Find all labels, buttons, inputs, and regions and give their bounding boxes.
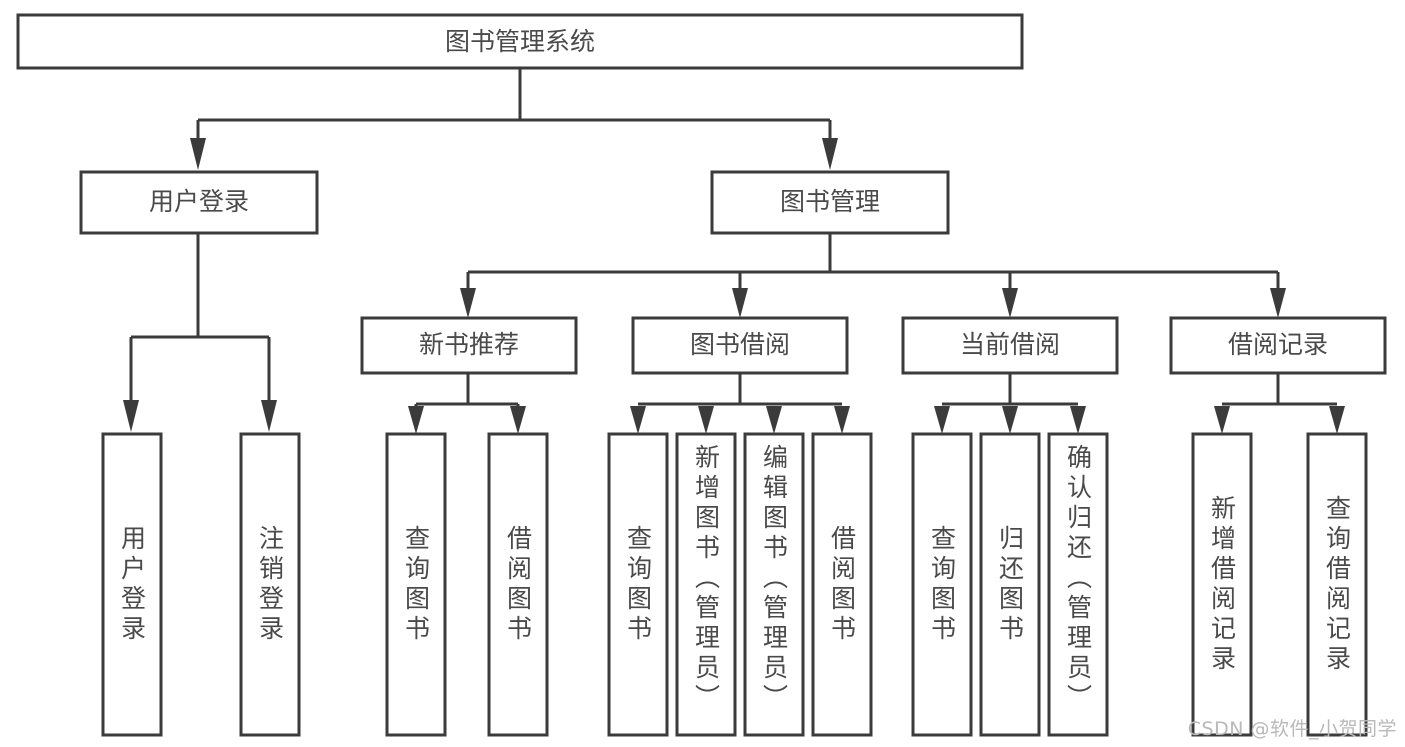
node-book-borrow-box[interactable] <box>631 316 849 375</box>
arrow-head-borrow-record-leaf-2 <box>1329 406 1345 434</box>
leaf-box-current-query-book[interactable] <box>911 432 973 737</box>
node-root[interactable]: 图书管理系统 <box>16 13 1024 70</box>
node-borrow-record-label: 借阅记录 <box>1228 330 1328 359</box>
node-borrow-record-box[interactable] <box>1169 316 1387 375</box>
arrow-head-leaf-user-login <box>123 400 139 432</box>
node-current-borrow-label: 当前借阅 <box>960 330 1060 359</box>
arrow-head-new-book-leaf-1 <box>408 406 424 434</box>
node-book-manage-label: 图书管理 <box>780 187 880 216</box>
node-user-login-label: 用户登录 <box>149 187 249 216</box>
node-user-login-box[interactable] <box>79 170 319 235</box>
node-book-borrow-label: 图书借阅 <box>690 330 790 359</box>
node-book-manage-box[interactable] <box>710 170 950 235</box>
arrow-head-current-borrow-leaf-2 <box>1002 406 1018 434</box>
node-book-borrow[interactable]: 图书借阅 <box>631 316 849 375</box>
arrow-head-book-borrow-leaf-4 <box>834 406 850 434</box>
leaf-box-current-confirm-return[interactable] <box>1047 432 1109 737</box>
leaf-box-user-login[interactable] <box>101 432 163 737</box>
arrow-head-current-borrow <box>1002 288 1018 318</box>
node-borrow-record[interactable]: 借阅记录 <box>1169 316 1387 375</box>
arrow-head-book-manage <box>822 138 838 170</box>
arrow-head-user-login <box>190 138 206 170</box>
node-root-box[interactable] <box>16 13 1024 70</box>
leaf-box-newbook-query-book[interactable] <box>385 432 447 737</box>
node-new-book-box[interactable] <box>360 316 578 375</box>
arrow-head-new-book <box>460 288 476 318</box>
arrow-head-book-borrow-leaf-2 <box>698 406 714 434</box>
leaf-box-logout[interactable] <box>239 432 301 737</box>
arrow-head-book-borrow-leaf-3 <box>766 406 782 434</box>
node-current-borrow-box[interactable] <box>901 316 1119 375</box>
connector-group <box>123 68 1345 434</box>
arrow-head-leaf-logout <box>261 400 277 432</box>
arrow-head-current-borrow-leaf-3 <box>1070 406 1086 434</box>
leaf-box-newbook-borrow-book[interactable] <box>487 432 549 737</box>
leaf-box-record-add[interactable] <box>1191 432 1253 737</box>
node-book-manage[interactable]: 图书管理 <box>710 170 950 235</box>
arrow-head-borrow-record <box>1270 288 1286 318</box>
arrow-head-current-borrow-leaf-1 <box>934 406 950 434</box>
leaf-box-borrow-edit-book[interactable] <box>743 432 805 737</box>
arrow-head-book-borrow <box>732 288 748 318</box>
leaf-box-current-return-book[interactable] <box>979 432 1041 737</box>
leaf-box-borrow-query-book[interactable] <box>607 432 669 737</box>
node-root-label: 图书管理系统 <box>445 27 595 56</box>
node-new-book-label: 新书推荐 <box>419 330 519 359</box>
leaf-box-borrow-borrow-book[interactable] <box>811 432 873 737</box>
arrow-head-book-borrow-leaf-1 <box>630 406 646 434</box>
arrow-head-borrow-record-leaf-1 <box>1214 406 1230 434</box>
arrow-head-new-book-leaf-2 <box>510 406 526 434</box>
node-current-borrow[interactable]: 当前借阅 <box>901 316 1119 375</box>
node-user-login[interactable]: 用户登录 <box>79 170 319 235</box>
leaf-box-record-query[interactable] <box>1306 432 1368 737</box>
leaf-box-borrow-add-book[interactable] <box>675 432 737 737</box>
node-new-book[interactable]: 新书推荐 <box>360 316 578 375</box>
